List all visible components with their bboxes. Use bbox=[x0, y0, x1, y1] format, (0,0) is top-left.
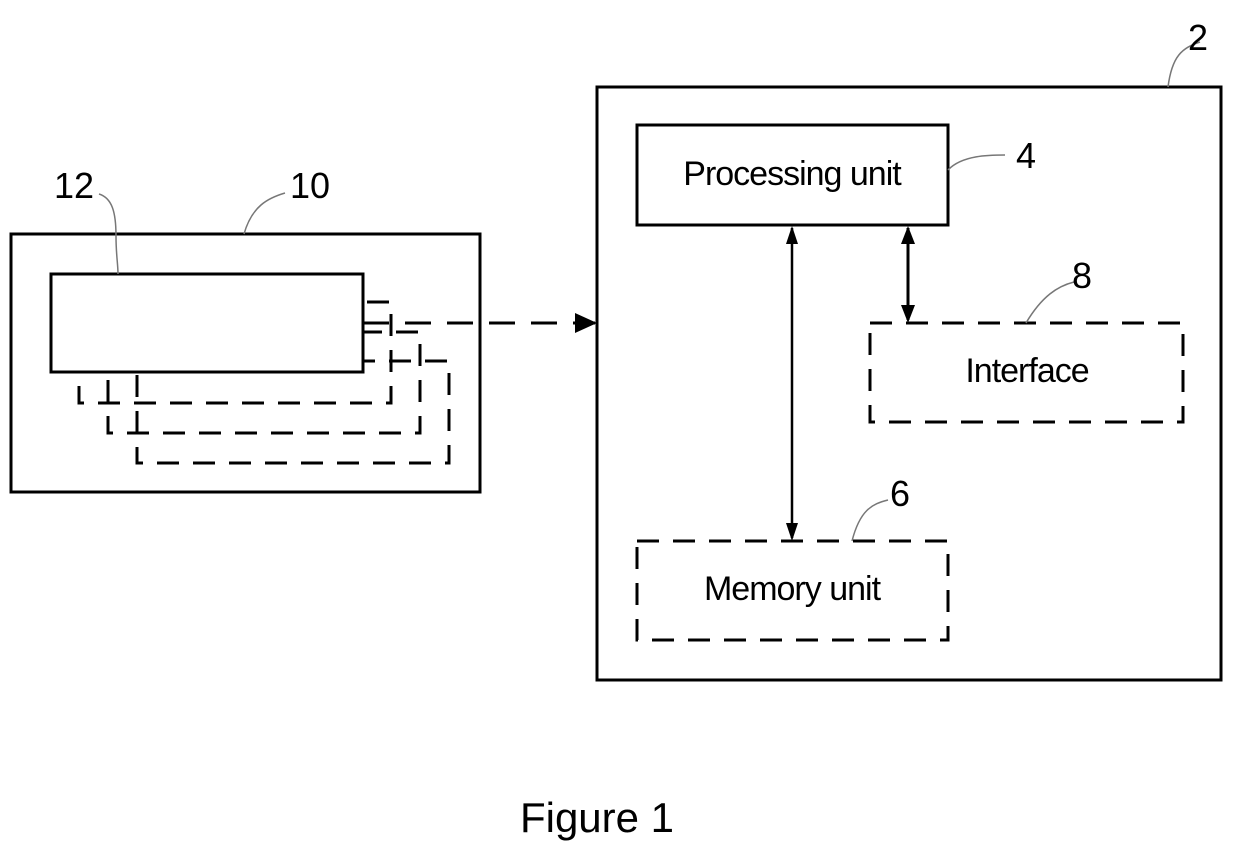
item-box bbox=[51, 274, 363, 372]
leader-8 bbox=[1026, 282, 1074, 323]
interface-box: Interface bbox=[870, 323, 1183, 422]
leader-6 bbox=[852, 500, 888, 541]
ref-4: 4 bbox=[1016, 135, 1036, 176]
figure-caption: Figure 1 bbox=[520, 794, 674, 841]
processing-interface-arrow bbox=[901, 226, 915, 323]
interface-label: Interface bbox=[965, 352, 1088, 390]
ref-8: 8 bbox=[1072, 255, 1092, 296]
ref-6: 6 bbox=[890, 473, 910, 514]
processing-memory-arrow bbox=[786, 226, 798, 541]
ref-12: 12 bbox=[54, 165, 94, 206]
memory-unit-box: Memory unit bbox=[637, 541, 948, 640]
item-stack bbox=[51, 274, 449, 463]
leader-4 bbox=[948, 155, 1005, 170]
leader-10 bbox=[244, 193, 285, 234]
memory-unit-label: Memory unit bbox=[704, 570, 882, 608]
arrowhead-up bbox=[901, 226, 915, 244]
arrowhead-down bbox=[901, 305, 915, 323]
ref-2: 2 bbox=[1188, 17, 1208, 58]
ref-10: 10 bbox=[290, 165, 330, 206]
processing-unit-label: Processing unit bbox=[683, 155, 902, 193]
processing-unit-box: Processing unit bbox=[637, 125, 948, 225]
arrowhead-down bbox=[786, 523, 798, 541]
arrowhead-up bbox=[786, 226, 798, 244]
item-copy-3 bbox=[137, 361, 449, 463]
